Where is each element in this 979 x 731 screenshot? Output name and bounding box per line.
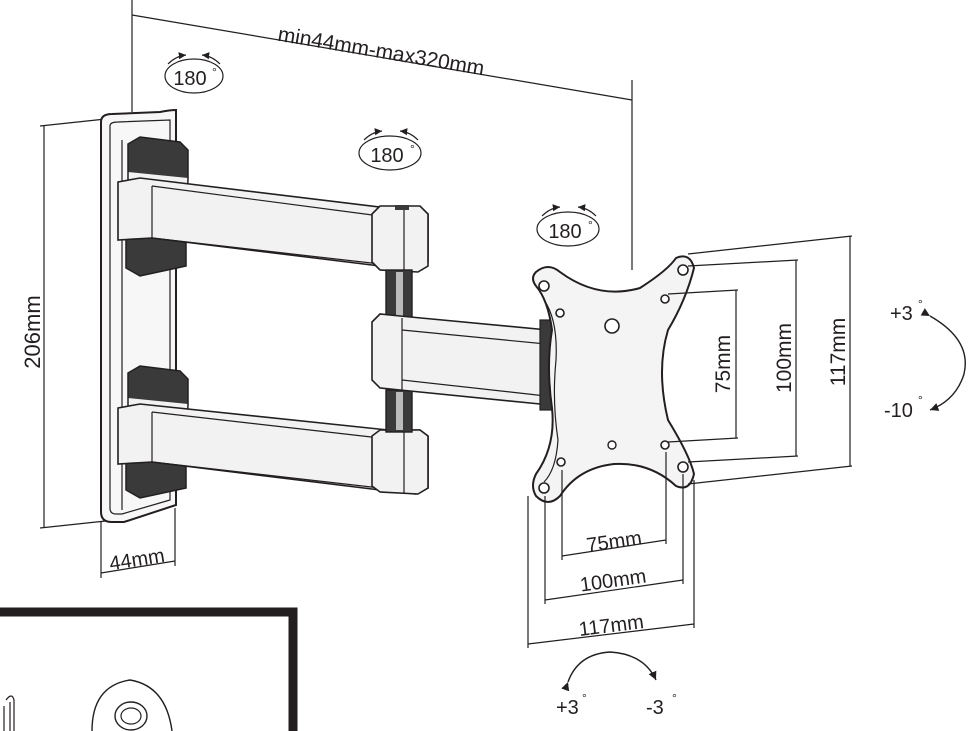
inset-panel: [0, 607, 298, 731]
wall-joint-rotation-label: 180: [173, 68, 206, 90]
level-minus-label: -3: [646, 697, 664, 719]
mid-joint-degree: °: [410, 142, 415, 156]
mid-joint-rotation: 180 °: [358, 128, 422, 171]
vesa-vertical-dimensions: 75mm 100mm 117mm: [667, 235, 853, 485]
wall-joint-degree: °: [212, 65, 217, 79]
inset-bolt-icon: [3, 695, 15, 731]
vertical-post: [385, 269, 413, 433]
vesa-horizontal-117-label: 117mm: [578, 611, 645, 641]
vesa-vertical-75-label: 75mm: [712, 335, 735, 393]
depth-dimension: 44mm: [100, 508, 176, 578]
tilt-indicator: +3 ° -10 °: [884, 297, 966, 422]
head-joint-rotation: 180 °: [536, 204, 600, 247]
lower-arm: [117, 365, 429, 499]
vesa-horizontal-100-label: 100mm: [579, 566, 648, 597]
level-minus-degree: °: [672, 691, 677, 705]
tilt-up-degree: °: [918, 297, 923, 311]
level-indicator: +3 ° -3 °: [556, 651, 677, 719]
wall-joint-rotation: 180 °: [164, 52, 224, 94]
mid-joint-rotation-label: 180: [370, 145, 403, 167]
vesa-vertical-100-label: 100mm: [773, 323, 796, 393]
level-plus-label: +3: [556, 697, 579, 719]
inset-washer-icon: [91, 679, 173, 731]
height-label: 206mm: [20, 295, 45, 368]
tilt-down-label: -10: [884, 400, 913, 422]
depth-label: 44mm: [108, 545, 166, 575]
tilt-up-label: +3: [890, 303, 913, 325]
level-plus-degree: °: [582, 691, 587, 705]
head-joint-rotation-label: 180: [548, 221, 581, 243]
height-dimension: 206mm: [20, 117, 116, 529]
upper-arm: [117, 136, 429, 277]
vesa-horizontal-75-label: 75mm: [585, 527, 643, 557]
head-joint-degree: °: [588, 218, 593, 232]
vesa-vertical-117-label: 117mm: [827, 318, 850, 386]
extension-label: min44mm-max320mm: [276, 23, 486, 81]
tilt-down-degree: °: [918, 393, 923, 407]
vesa-plate: [532, 255, 696, 503]
